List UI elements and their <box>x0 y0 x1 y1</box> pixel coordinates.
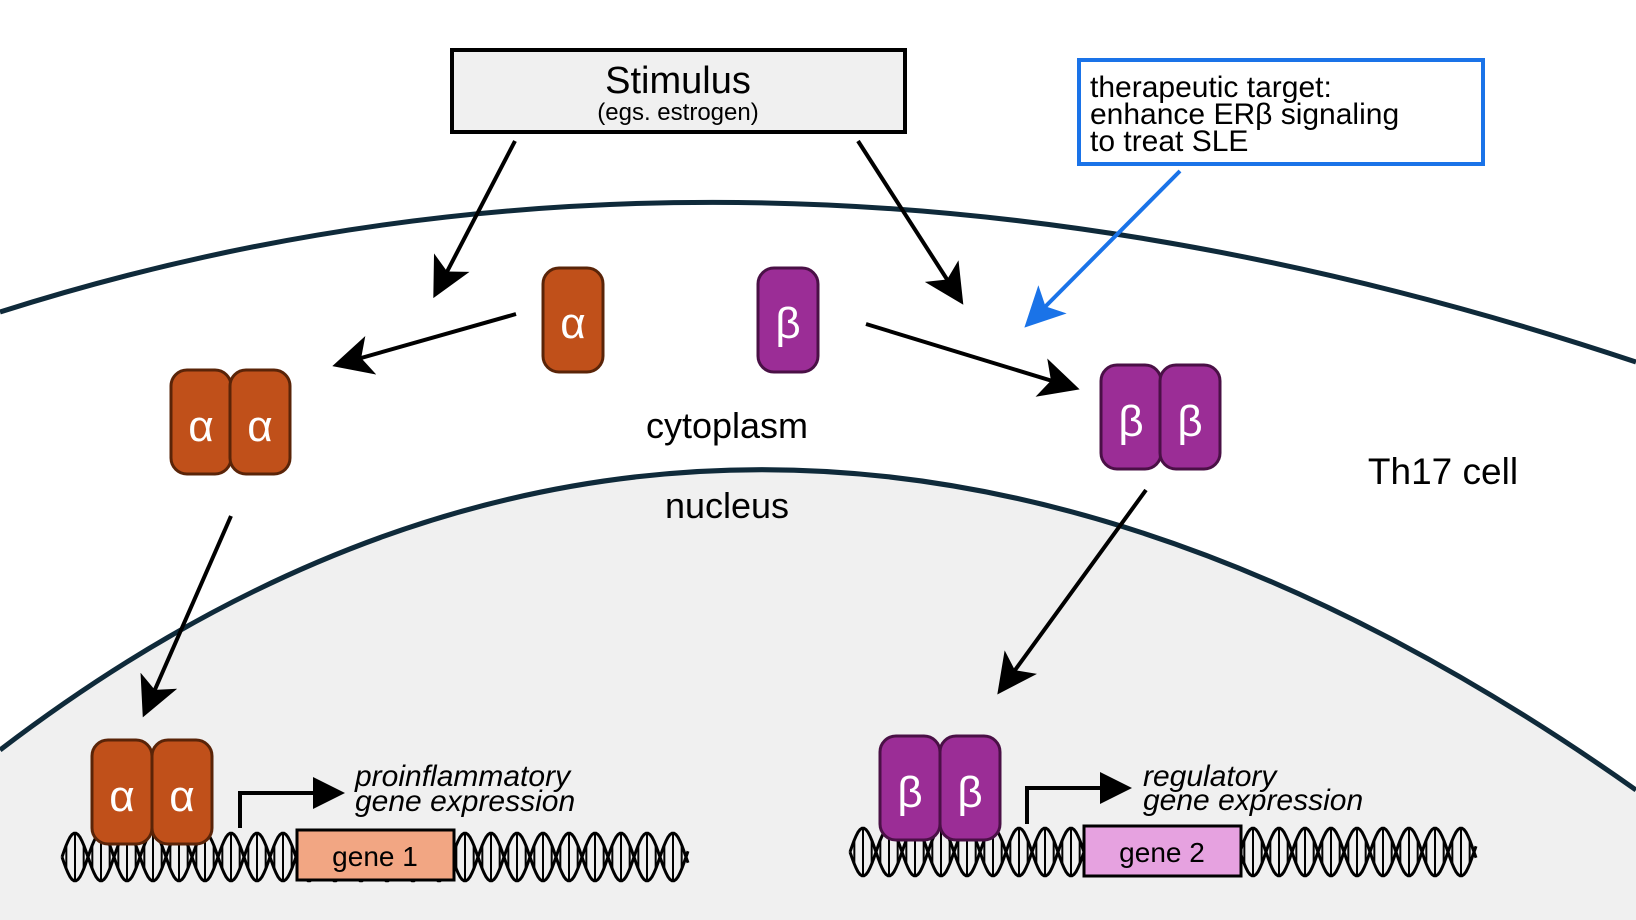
nucleus-region <box>0 469 1636 920</box>
arrow-alpha-dimerization <box>332 312 517 375</box>
callout-line-2: enhance ERβ signaling <box>1090 98 1399 131</box>
beta-symbol: β <box>957 768 982 817</box>
er-beta-dimer-cytoplasm: β β <box>1099 363 1222 471</box>
beta-symbol: β <box>775 299 800 348</box>
gene-1-expression-line-2: gene expression <box>355 785 575 818</box>
stimulus-subtitle: (egs. estrogen) <box>597 99 758 126</box>
gene-2-box: gene 2 <box>1082 824 1243 878</box>
er-alpha-monomer: α <box>541 266 605 374</box>
er-beta-dimer-nucleus: β β <box>878 734 1002 842</box>
er-beta-monomer: β <box>756 266 820 374</box>
gene-1-label: gene 1 <box>332 841 418 872</box>
er-alpha-dimer-nucleus: α α <box>90 738 214 846</box>
callout-line-1: therapeutic target: <box>1090 71 1332 104</box>
arrow-stimulus-to-beta <box>856 139 964 305</box>
arrow-beta-dimerization <box>865 322 1080 397</box>
nucleus-label: nucleus <box>665 485 789 526</box>
er-alpha-dimer-cytoplasm: α α <box>169 368 292 476</box>
alpha-symbol: α <box>560 299 585 348</box>
arrow-stimulus-to-alpha <box>433 140 517 299</box>
gene-2-expression-line-2: gene expression <box>1143 784 1363 817</box>
callout-line-3: to treat SLE <box>1090 125 1248 158</box>
gene-2-expression-line-1: regulatory <box>1143 760 1278 793</box>
arrow-callout-to-beta <box>1024 169 1182 328</box>
cell-membrane <box>0 199 1636 365</box>
beta-symbol: β <box>897 768 922 817</box>
transcription-arrow-gene-2 <box>1025 772 1132 824</box>
cell-type-label: Th17 cell <box>1368 451 1518 492</box>
gene-1-box: gene 1 <box>295 828 456 882</box>
stimulus-box: Stimulus (egs. estrogen) <box>450 48 907 134</box>
stimulus-title: Stimulus <box>605 60 751 102</box>
gene-2-label: gene 2 <box>1119 837 1205 868</box>
alpha-symbol: α <box>247 402 272 451</box>
alpha-symbol: α <box>188 402 213 451</box>
beta-symbol: β <box>1177 397 1202 446</box>
nuclear-membrane <box>0 467 1636 793</box>
transcription-arrow-gene-1 <box>238 777 345 828</box>
alpha-symbol: α <box>109 772 134 821</box>
beta-symbol: β <box>1118 397 1143 446</box>
therapeutic-target-callout: therapeutic target: enhance ERβ signalin… <box>1077 58 1485 166</box>
arrow-beta-dimer-to-nucleus <box>997 488 1148 695</box>
arrow-alpha-dimer-to-nucleus <box>140 515 233 718</box>
gene-1-expression-line-1: proinflammatory <box>354 760 572 793</box>
alpha-symbol: α <box>169 772 194 821</box>
cytoplasm-label: cytoplasm <box>646 405 808 446</box>
